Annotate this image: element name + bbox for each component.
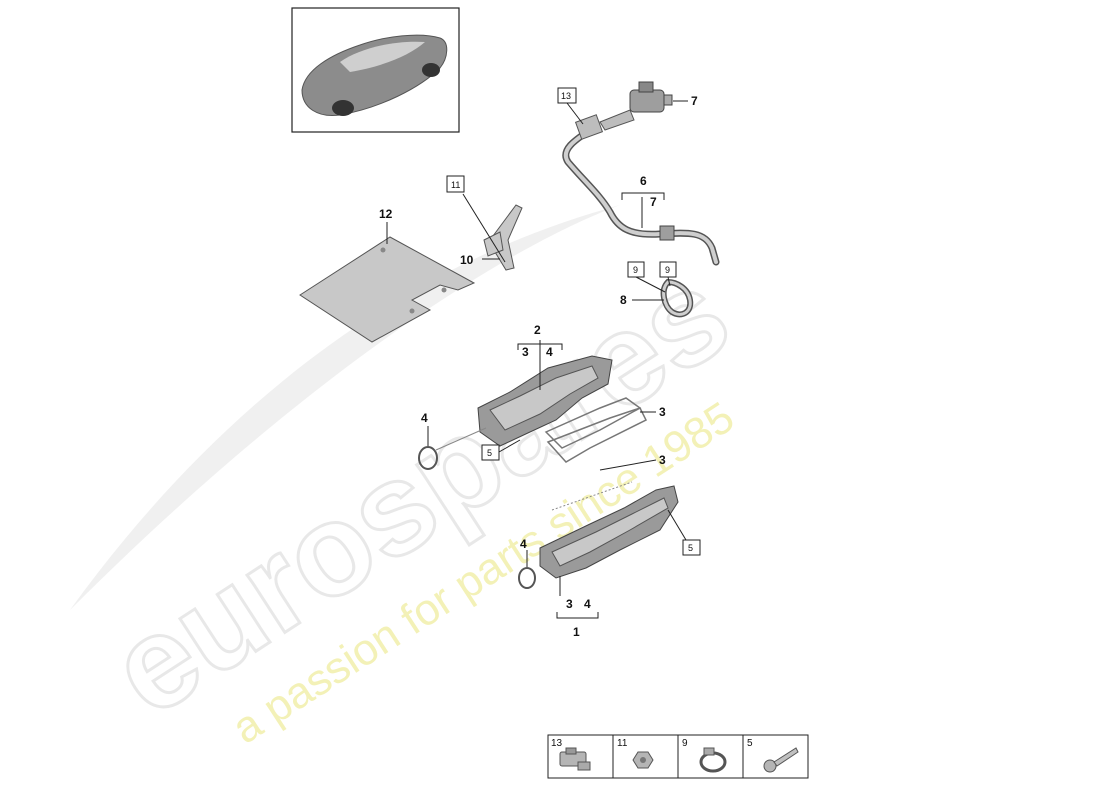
callout-10: 10 — [460, 253, 474, 267]
callout-12: 12 — [379, 207, 393, 221]
nut-icon — [632, 751, 654, 769]
part-3-gaskets: 3 3 — [544, 397, 666, 471]
legend-label-13: 13 — [551, 738, 563, 749]
legend-label-11: 11 — [617, 738, 628, 749]
part-2-heat-shield-upper: 5 2 3 4 — [477, 323, 613, 461]
callout-3-lower: 3 — [566, 597, 573, 611]
callout-4-upper: 4 — [546, 345, 553, 359]
part-7-valve — [629, 89, 665, 113]
callout-2: 2 — [534, 323, 541, 337]
callout-3-right-a: 3 — [659, 405, 666, 419]
vehicle-thumbnail — [291, 7, 460, 133]
callout-1: 1 — [573, 625, 580, 639]
callout-9a: 9 — [633, 265, 638, 275]
part-8-hose: 9 9 8 — [620, 261, 694, 318]
callout-8: 8 — [620, 293, 627, 307]
legend-label-5: 5 — [747, 738, 753, 749]
legend-strip: 13 11 9 5 — [547, 734, 809, 779]
callout-6: 6 — [640, 174, 647, 188]
hose-clamp-icon — [699, 747, 727, 773]
part-4-o-ring-lower: 4 — [518, 537, 536, 589]
part-1-heat-shield-lower: 5 3 4 1 — [539, 481, 701, 639]
callout-4-left-upper: 4 — [421, 411, 428, 425]
car-icon — [301, 34, 448, 117]
legend-label-9: 9 — [682, 738, 688, 749]
callout-box-5a — [481, 444, 500, 461]
part-12-insulation-panel: 12 — [299, 207, 476, 343]
callout-box-11 — [446, 175, 465, 193]
callout-5b: 5 — [688, 543, 693, 553]
callout-3-right-b: 3 — [659, 453, 666, 467]
callout-box-5b — [682, 539, 701, 556]
part-4-o-ring-upper: 4 — [418, 411, 487, 470]
callout-11: 11 — [451, 180, 460, 190]
part-6-vent-pipe: 7 13 6 7 — [557, 81, 720, 266]
callout-4-left-lower: 4 — [520, 537, 527, 551]
callout-4-lower: 4 — [584, 597, 591, 611]
clip-icon — [559, 747, 591, 771]
callout-7-mid: 7 — [650, 195, 657, 209]
part-10-bracket: 11 10 — [446, 175, 523, 271]
callout-13: 13 — [561, 91, 571, 101]
callout-5a: 5 — [487, 448, 492, 458]
callout-9b: 9 — [665, 265, 670, 275]
callout-3-upper: 3 — [522, 345, 529, 359]
screw-icon — [763, 747, 799, 773]
callout-7-top: 7 — [691, 94, 698, 108]
